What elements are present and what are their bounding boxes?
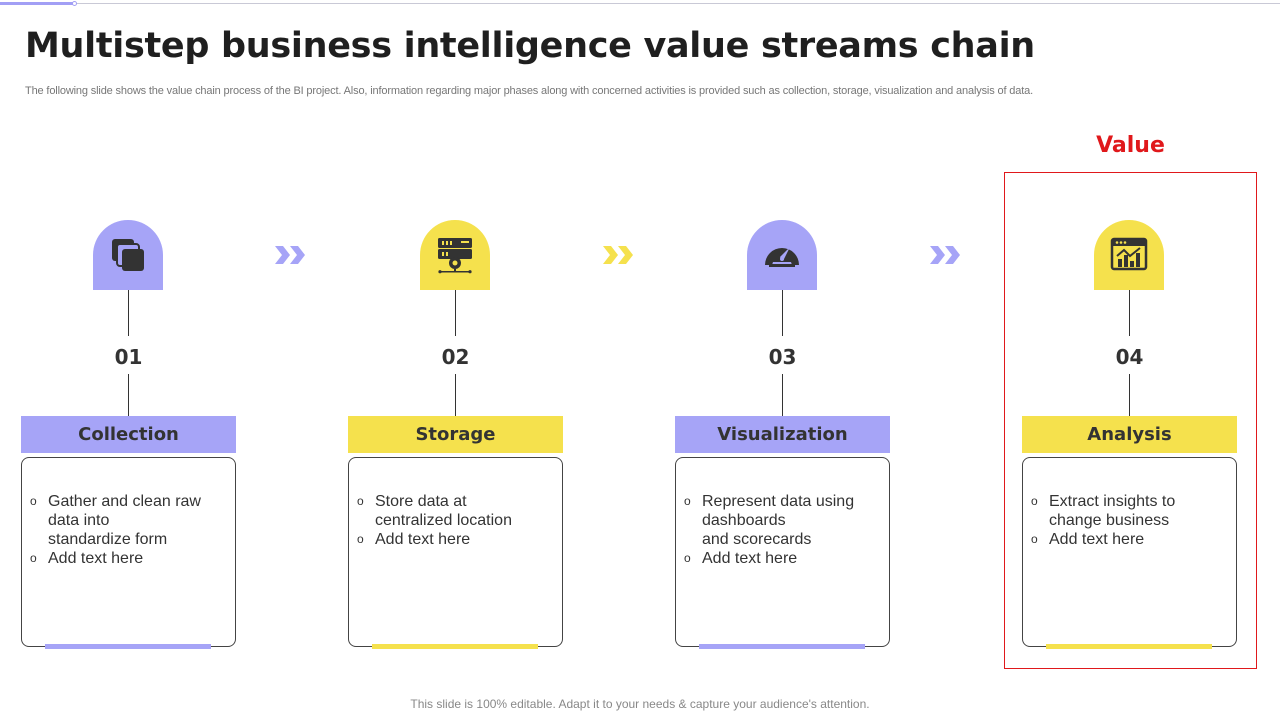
connector-line: [128, 374, 129, 416]
step-header: Analysis: [1022, 416, 1237, 453]
connector-line: [455, 290, 456, 336]
bullet-item: Add text here: [1031, 530, 1226, 549]
step-card: Extract insights to change business Add …: [1022, 457, 1237, 647]
step-collection: 01 Collection Gather and clean raw data …: [21, 0, 236, 720]
bullet-item: Extract insights to change business: [1031, 492, 1226, 530]
connector-line: [782, 374, 783, 416]
bullet-item: Add text here: [357, 530, 552, 549]
step-icon-container: [747, 220, 817, 290]
bullet-item: Gather and clean raw data into standardi…: [30, 492, 225, 549]
step-number: 04: [1115, 345, 1144, 369]
bullet-item: Add text here: [30, 549, 225, 568]
step-card: Gather and clean raw data into standardi…: [21, 457, 236, 647]
connector-line: [1129, 374, 1130, 416]
step-header: Collection: [21, 416, 236, 453]
server-icon: [438, 238, 472, 274]
step-card: Store data at centralized location Add t…: [348, 457, 563, 647]
card-accent-bar: [699, 644, 865, 649]
top-progress-accent: [0, 2, 74, 5]
chevron-right-icon: [275, 246, 305, 264]
footer-note: This slide is 100% editable. Adapt it to…: [410, 697, 870, 711]
chevron-right-icon: [603, 246, 633, 264]
page-subtitle: The following slide shows the value chai…: [25, 85, 1033, 97]
connector-line: [1129, 290, 1130, 336]
step-icon-container: [93, 220, 163, 290]
page-title: Multistep business intelligence value st…: [25, 26, 1035, 66]
connector-line: [782, 290, 783, 336]
connector-line: [128, 290, 129, 336]
top-progress-dot: [72, 1, 77, 6]
value-label: Value: [1096, 133, 1165, 158]
chart-dashboard-icon: [1110, 237, 1148, 271]
layers-icon: [112, 239, 144, 271]
bullet-list: Store data at centralized location Add t…: [357, 492, 552, 549]
bullet-list: Gather and clean raw data into standardi…: [30, 492, 225, 568]
step-icon-container: [420, 220, 490, 290]
top-rule: [0, 3, 1280, 4]
connector-line: [455, 374, 456, 416]
value-highlight-box: [1004, 172, 1257, 669]
card-accent-bar: [45, 644, 211, 649]
step-storage: 02 Storage Store data at centralized loc…: [348, 0, 563, 720]
step-number: 03: [768, 345, 797, 369]
bullet-item: Add text here: [684, 549, 879, 568]
step-number: 01: [114, 345, 143, 369]
step-number: 02: [441, 345, 470, 369]
gauge-icon: [765, 247, 799, 267]
step-icon-container: [1094, 220, 1164, 290]
bullet-item: Represent data using dashboards and scor…: [684, 492, 879, 549]
card-accent-bar: [372, 644, 538, 649]
bullet-list: Extract insights to change business Add …: [1031, 492, 1226, 549]
step-header: Visualization: [675, 416, 890, 453]
bullet-item: Store data at centralized location: [357, 492, 552, 530]
bullet-list: Represent data using dashboards and scor…: [684, 492, 879, 568]
step-header: Storage: [348, 416, 563, 453]
card-accent-bar: [1046, 644, 1212, 649]
step-visualization: 03 Visualization Represent data using da…: [675, 0, 890, 720]
step-card: Represent data using dashboards and scor…: [675, 457, 890, 647]
chevron-right-icon: [930, 246, 960, 264]
step-analysis: 04 Analysis Extract insights to change b…: [1022, 0, 1237, 720]
